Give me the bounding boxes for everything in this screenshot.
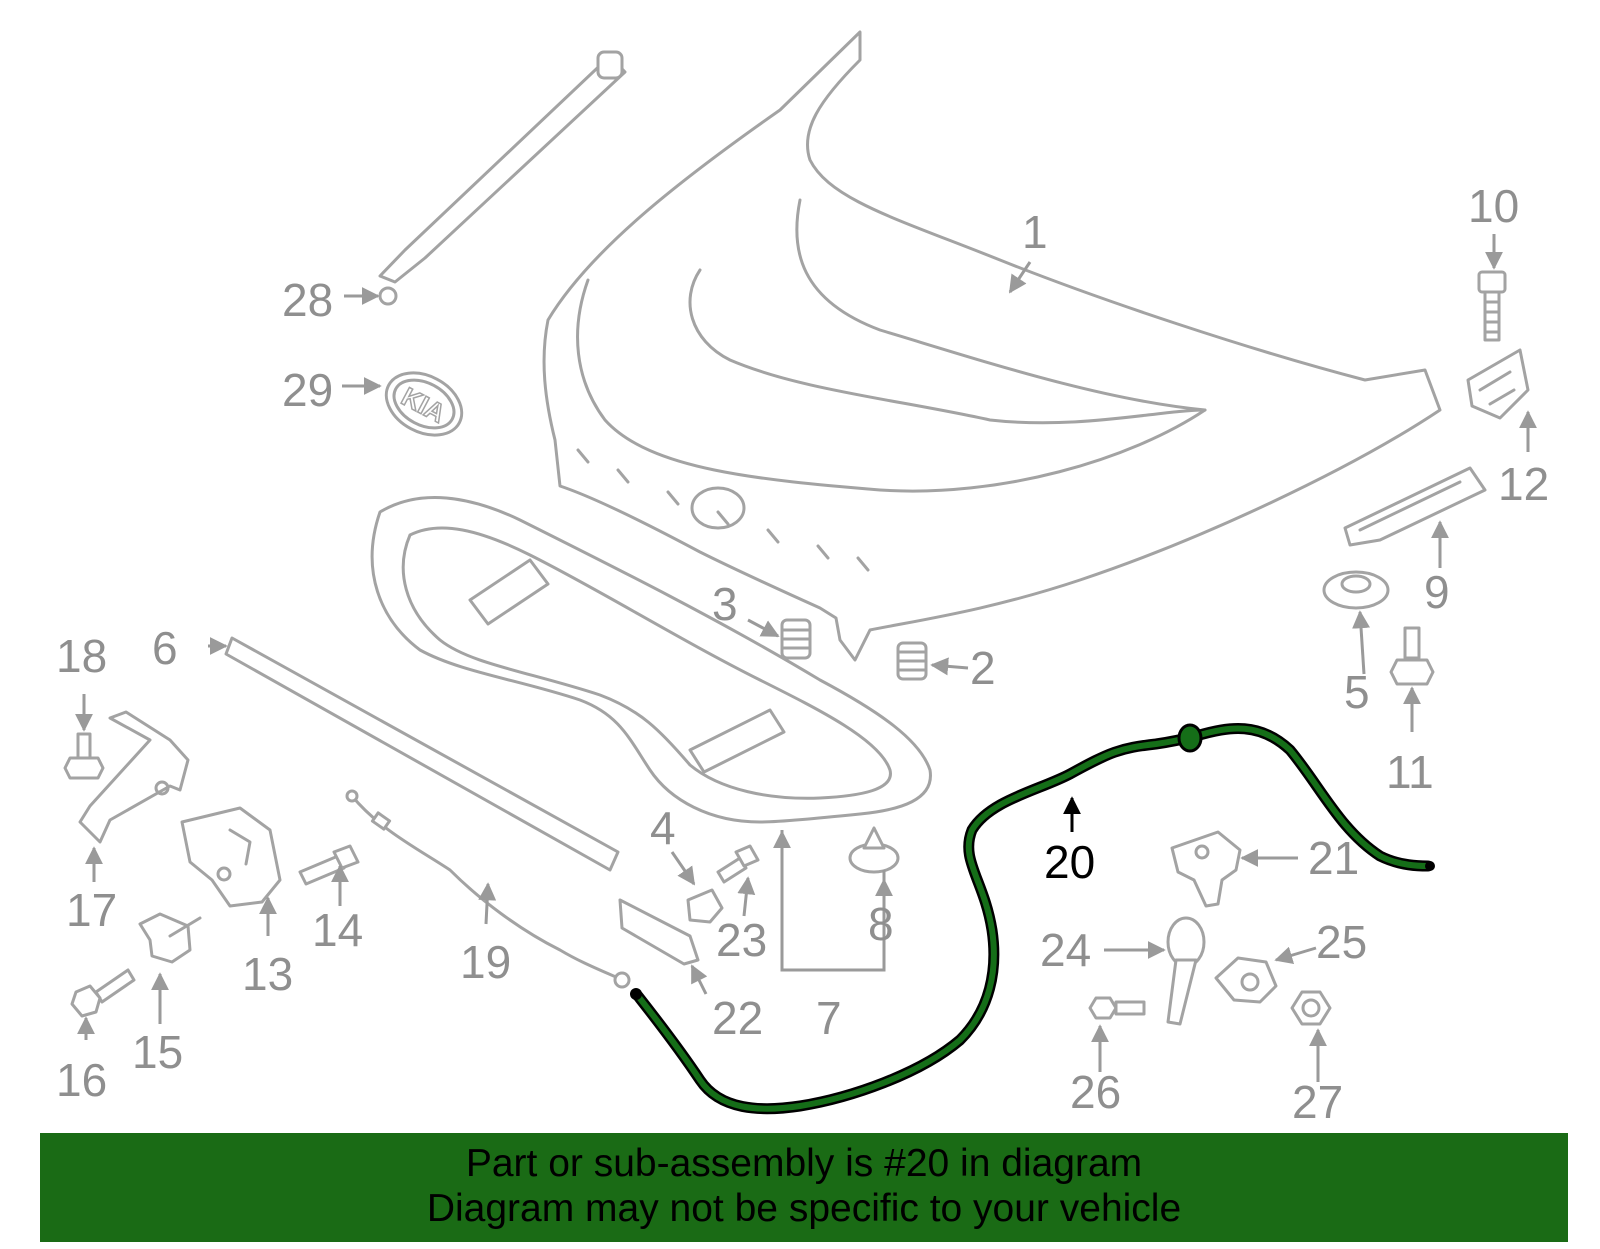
banner-line-2: Diagram may not be specific to your vehi… (426, 1187, 1182, 1230)
hood-bumper-2 (896, 641, 928, 681)
hinge-bolt-10 (1477, 270, 1507, 342)
callout-21: 21 (1308, 832, 1359, 884)
callout-23: 23 (716, 914, 767, 966)
callout-5: 5 (1344, 666, 1370, 718)
callout-10: 10 (1468, 180, 1519, 232)
lever-housing-25 (1214, 956, 1278, 1004)
hood-latch-13 (180, 806, 282, 908)
callout-13: 13 (242, 948, 293, 1000)
cable-guide-21 (1170, 830, 1242, 908)
latch-bracket-15 (138, 912, 202, 964)
hood-hinge-9 (1343, 466, 1487, 547)
hood-weatherstrip (224, 636, 620, 872)
callout-17: 17 (66, 884, 117, 936)
callout-8: 8 (868, 898, 894, 950)
callout-28: 28 (282, 274, 333, 326)
bolt-14 (298, 844, 360, 886)
callout-7: 7 (816, 992, 842, 1044)
callout-4: 4 (650, 802, 676, 854)
callout-20-highlighted: 20 (1044, 836, 1095, 888)
banner-line-1: Part or sub-assembly is #20 in diagram (465, 1142, 1143, 1185)
bolt-26 (1088, 996, 1146, 1020)
hinge-bolt-11 (1389, 626, 1435, 686)
hood-panel (542, 30, 1442, 662)
nut-27 (1290, 990, 1332, 1026)
screw-23 (716, 844, 760, 884)
callout-1: 1 (1022, 206, 1048, 258)
callout-labels: 1 2 3 4 5 6 7 8 9 10 11 12 13 14 15 16 1… (56, 180, 1549, 1128)
callout-27: 27 (1292, 1076, 1343, 1128)
hood-bumper-3 (780, 618, 812, 660)
callout-29: 29 (282, 364, 333, 416)
notice-banner: Part or sub-assembly is #20 in diagram D… (40, 1133, 1568, 1242)
callout-26: 26 (1070, 1066, 1121, 1118)
callout-16: 16 (56, 1054, 107, 1106)
hood-insulator (370, 496, 932, 824)
hood-lift-support (378, 50, 627, 306)
callout-6: 6 (152, 622, 178, 674)
callout-12: 12 (1498, 458, 1549, 510)
callout-11: 11 (1386, 746, 1434, 798)
kia-emblem: KIA (384, 371, 464, 437)
release-lever-24 (1166, 916, 1206, 1026)
callout-3: 3 (712, 578, 738, 630)
callout-9: 9 (1424, 566, 1450, 618)
clip-4 (686, 888, 724, 924)
hood-hinge-12 (1466, 348, 1530, 420)
callout-24: 24 (1040, 924, 1091, 976)
bolt-16 (70, 968, 136, 1018)
callout-2: 2 (970, 642, 996, 694)
callout-15: 15 (132, 1026, 183, 1078)
callout-18: 18 (56, 630, 107, 682)
grommet-5 (1322, 570, 1390, 610)
cable-bracket-22 (618, 898, 700, 966)
bolt-18 (63, 732, 105, 780)
highlighted-release-cable-20 (630, 723, 1435, 1115)
callout-leaders (75, 234, 1537, 1082)
callout-25: 25 (1316, 916, 1367, 968)
callout-14: 14 (312, 904, 363, 956)
safety-latch-17 (78, 710, 190, 844)
push-clip-8 (848, 826, 900, 874)
callout-19: 19 (460, 936, 511, 988)
callout-22: 22 (712, 992, 763, 1044)
